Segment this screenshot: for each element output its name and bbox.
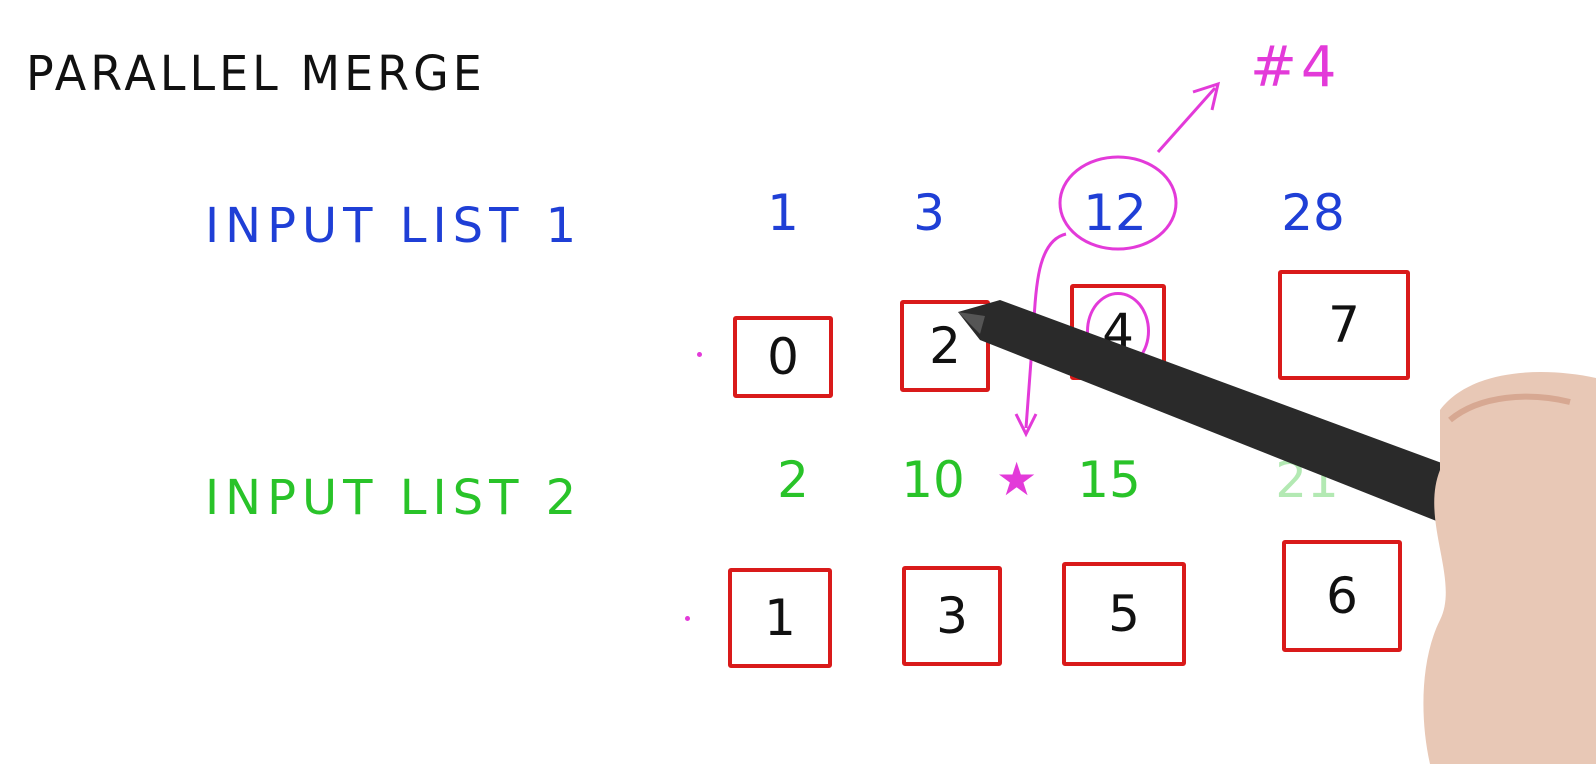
list1-rank-box: 7 <box>1278 270 1410 380</box>
circle-around-12 <box>1058 155 1178 251</box>
arrow-to-label <box>1156 87 1217 153</box>
list2-value: 2 <box>777 451 809 509</box>
insert-position-star-icon: ★ <box>996 452 1038 506</box>
input-list-1-label: INPUT LIST 1 <box>205 198 583 254</box>
marker-dot <box>697 352 702 357</box>
list1-rank-box: 2 <box>900 300 990 392</box>
marker-dot <box>685 616 690 621</box>
list2-rank-box: 6 <box>1282 540 1402 652</box>
input-list-2-label: INPUT LIST 2 <box>205 470 583 526</box>
arrow-head-icon <box>1192 81 1221 111</box>
hand-icon <box>1423 372 1596 764</box>
list2-rank-box: 1 <box>728 568 832 668</box>
list2-rank-box: 5 <box>1062 562 1186 666</box>
list1-rank-box: 0 <box>733 316 833 398</box>
arrow-down-head-icon <box>1014 413 1038 438</box>
list1-value: 12 <box>1083 184 1147 242</box>
list1-value: 28 <box>1281 184 1345 242</box>
list1-value: 1 <box>767 184 799 242</box>
list1-value: 3 <box>913 184 945 242</box>
page-title: PARALLEL MERGE <box>26 44 486 102</box>
list2-value: 10 <box>901 451 965 509</box>
list2-value: 15 <box>1077 451 1141 509</box>
annotation-label: #4 <box>1250 35 1341 100</box>
list2-rank-box: 3 <box>902 566 1002 666</box>
